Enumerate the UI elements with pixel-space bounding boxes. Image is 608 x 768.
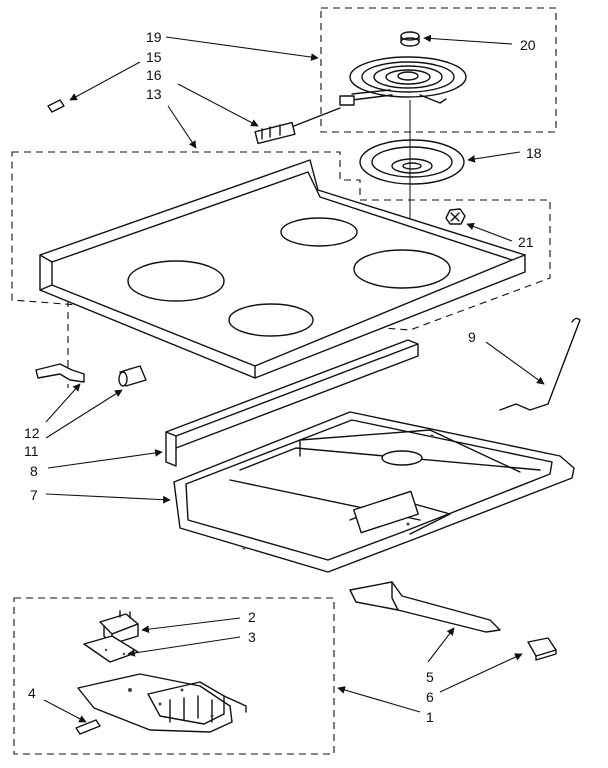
callout-11: 11 — [24, 443, 39, 459]
callout-4: 4 — [28, 685, 36, 701]
control-group-box — [13, 597, 335, 755]
cooktop-panel — [39, 159, 526, 379]
callout-20: 20 — [520, 37, 536, 53]
element-lead-wire — [293, 107, 341, 127]
callout-12: 12 — [24, 425, 40, 441]
leader-12 — [45, 383, 81, 423]
control-bracket — [77, 673, 247, 733]
callout-6: 6 — [426, 689, 434, 705]
leader-7 — [45, 493, 171, 504]
callout-5: 5 — [426, 669, 434, 685]
element-cap — [400, 31, 420, 47]
hinge-bracket — [35, 363, 85, 383]
leader-4 — [43, 699, 87, 723]
leader-19 — [165, 36, 319, 61]
front-trim — [165, 339, 419, 467]
leader-5 — [427, 627, 455, 663]
leader-20 — [423, 34, 513, 45]
switch — [99, 610, 139, 645]
main-top — [173, 411, 575, 573]
callout-9: 9 — [468, 329, 476, 345]
callout-13: 13 — [146, 86, 162, 102]
callout-18: 18 — [526, 145, 542, 161]
leader-6 — [439, 653, 523, 693]
callout-7: 7 — [30, 487, 38, 503]
wire-clip — [47, 99, 65, 113]
leader-13 — [167, 105, 197, 149]
callout-3: 3 — [248, 629, 256, 645]
callout-15: 15 — [146, 49, 162, 65]
terminal-cover — [527, 637, 557, 661]
callout-16: 16 — [146, 67, 162, 83]
leader-9 — [485, 341, 545, 385]
support-rod — [499, 317, 581, 411]
leader-16 — [177, 83, 259, 127]
callout-2: 2 — [248, 609, 256, 625]
leader-3 — [127, 636, 241, 657]
leader-2 — [141, 617, 241, 633]
grommet — [445, 208, 466, 225]
callout-19: 19 — [146, 29, 162, 45]
element-group-box — [320, 7, 557, 133]
leader-8 — [47, 449, 163, 469]
terminal-block — [254, 121, 296, 145]
leader-1 — [337, 686, 421, 713]
leader-11 — [45, 389, 123, 439]
strap-bracket — [349, 581, 501, 633]
callout-8: 8 — [30, 463, 38, 479]
leader-18 — [467, 151, 521, 163]
leader-15 — [69, 61, 141, 101]
leader-21 — [466, 222, 513, 242]
surface-element — [339, 56, 467, 106]
control-clip — [75, 719, 101, 735]
spacer — [118, 365, 147, 387]
drip-bowl — [359, 139, 465, 185]
insulator — [83, 635, 139, 663]
callout-1: 1 — [426, 709, 434, 725]
callout-21: 21 — [518, 234, 534, 250]
